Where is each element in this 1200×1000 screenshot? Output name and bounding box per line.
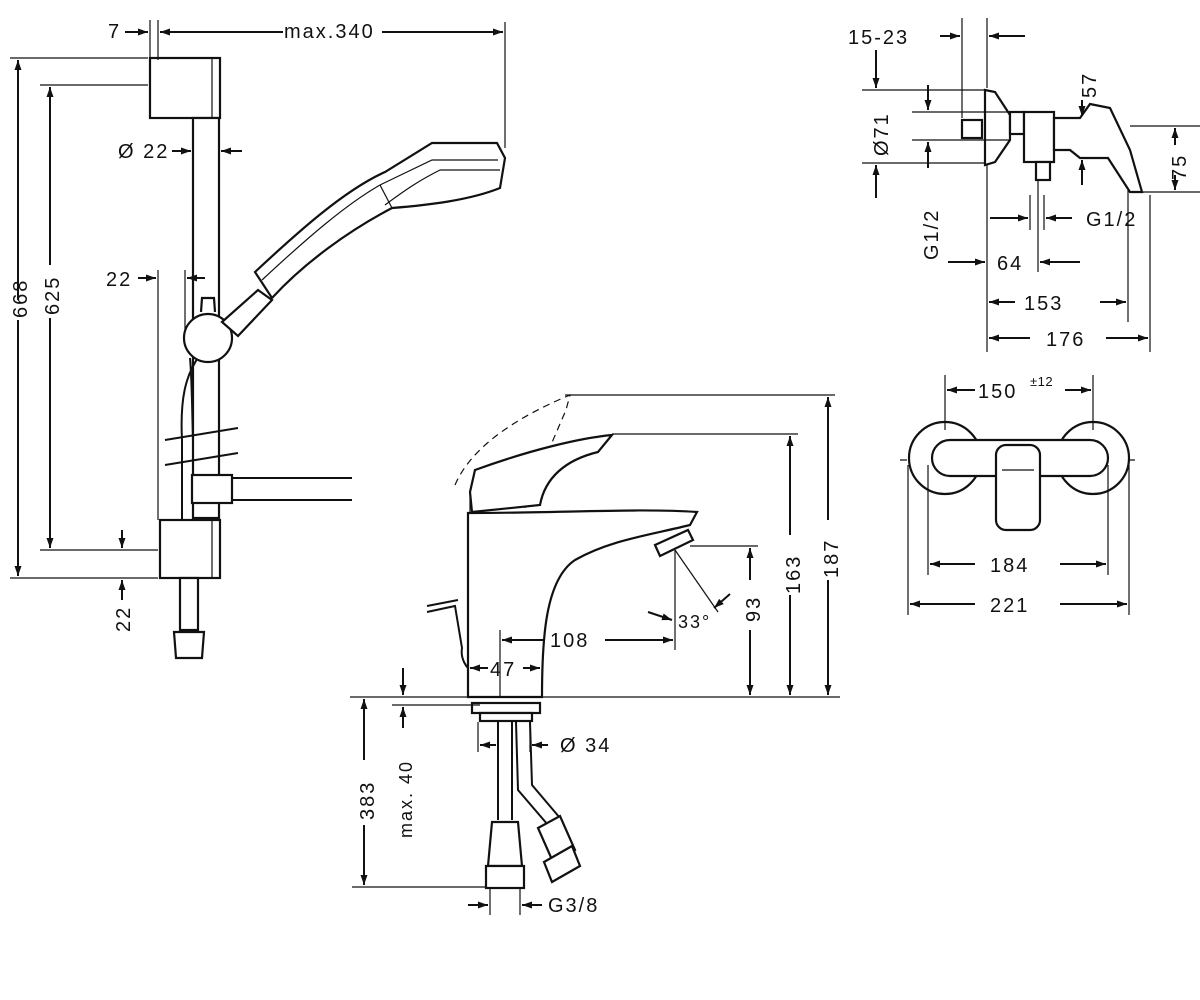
dim-57-label: 57: [1079, 72, 1101, 98]
slider-knob: [182, 312, 234, 364]
shower-hose: [180, 354, 201, 520]
dim-75-label: 75: [1169, 154, 1191, 180]
dim-668-label: 668: [10, 279, 32, 318]
dim-108-label: 108: [550, 630, 589, 652]
wall-rosette: [983, 88, 1012, 167]
mixer-lever: [468, 433, 615, 514]
dim-163-label: 163: [783, 555, 805, 594]
hose-connector-left: [484, 864, 526, 890]
dim-625-label: 625: [42, 276, 64, 315]
dim-383-label: 383: [357, 781, 379, 820]
dim-g12-left-label: G1/2: [921, 209, 943, 260]
dim-d22-label: Ø 22: [118, 141, 169, 163]
dim-22-bottom-label: 22: [113, 606, 135, 632]
dim-max340-label: max.340: [284, 21, 375, 43]
dim-184-label: 184: [990, 555, 1029, 577]
hose-nut: [172, 630, 206, 660]
dim-93-label: 93: [743, 596, 765, 622]
front-lever: [994, 443, 1042, 532]
mixer-body-side: [1022, 110, 1056, 164]
dim-d71-label: Ø71: [871, 112, 893, 156]
shower-mixer-side-drawing: 15-23 Ø71 57 75 G1/2 G1/2 64: [848, 18, 1200, 352]
hose-connector-right: [542, 844, 582, 884]
dim-7-label: 7: [108, 21, 121, 43]
dim-64-label: 64: [997, 253, 1023, 275]
dim-33deg-label: 33°: [678, 612, 711, 632]
dim-max40-label: max. 40: [396, 760, 416, 838]
dim-15-23-label: 15-23: [848, 27, 909, 49]
bottom-wall-bracket: [158, 518, 222, 580]
top-wall-bracket: [148, 56, 222, 120]
dim-22-offset-label: 22: [106, 269, 132, 291]
dim-187-label: 187: [821, 539, 843, 578]
dim-150-tolerance: ±12: [1030, 374, 1053, 389]
dim-221-label: 221: [990, 595, 1029, 617]
dim-47-label: 47: [490, 659, 516, 681]
fixing-nut: [470, 701, 542, 715]
dim-g38-label: G3/8: [548, 895, 599, 917]
shower-set-drawing: 7 max.340 Ø 22 22 668 625 22: [10, 20, 507, 660]
dim-g12-right-label: G1/2: [1086, 209, 1137, 231]
basin-mixer-drawing: 187 163 93 33° 108 47 Ø 34: [350, 393, 843, 917]
aerator: [653, 528, 695, 558]
soap-dish-holder: [190, 473, 234, 505]
mixer-body: [466, 509, 699, 699]
dim-150-label: 150: [978, 381, 1017, 403]
dim-d34-label: Ø 34: [560, 735, 611, 757]
hand-shower: [220, 141, 507, 338]
dim-176-label: 176: [1046, 329, 1085, 351]
mixer-lever-side: [1052, 102, 1144, 194]
dim-153-label: 153: [1024, 293, 1063, 315]
shower-mixer-front-drawing: 150 ±12 184 221: [900, 374, 1138, 617]
